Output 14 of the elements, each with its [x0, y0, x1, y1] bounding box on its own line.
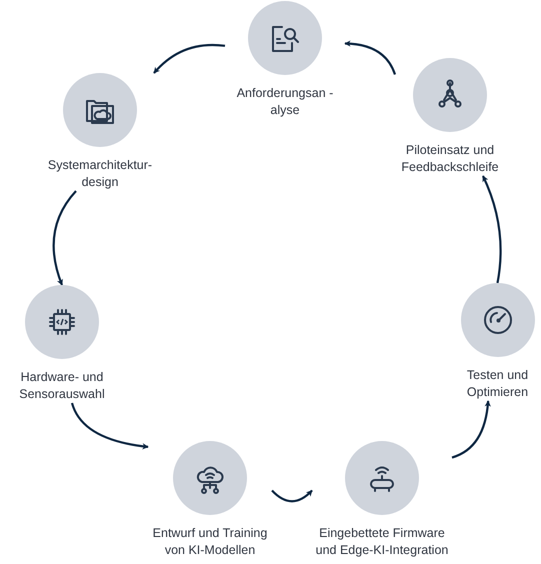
- curved-arrow: [482, 175, 502, 284]
- curved-arrow: [70, 402, 149, 450]
- step-label: Hardware- und Sensorauswahl: [18, 369, 106, 403]
- curved-arrow: [52, 190, 77, 286]
- step-label: Piloteinsatz und Feedbackschleife: [400, 142, 500, 176]
- curved-arrow: [452, 400, 491, 459]
- step-label: Systemarchitektur- design: [46, 157, 154, 191]
- curved-arrow: [271, 490, 313, 502]
- step-label: Anforderungsan -alyse: [236, 85, 334, 119]
- step-label: Entwurf und Training von KI-Modellen: [152, 525, 268, 559]
- curved-arrow: [344, 40, 396, 75]
- curved-arrow: [153, 44, 226, 74]
- step-label: Testen und Optimieren: [466, 367, 530, 401]
- step-label: Eingebettete Firmware und Edge-KI-Integration: [314, 525, 450, 559]
